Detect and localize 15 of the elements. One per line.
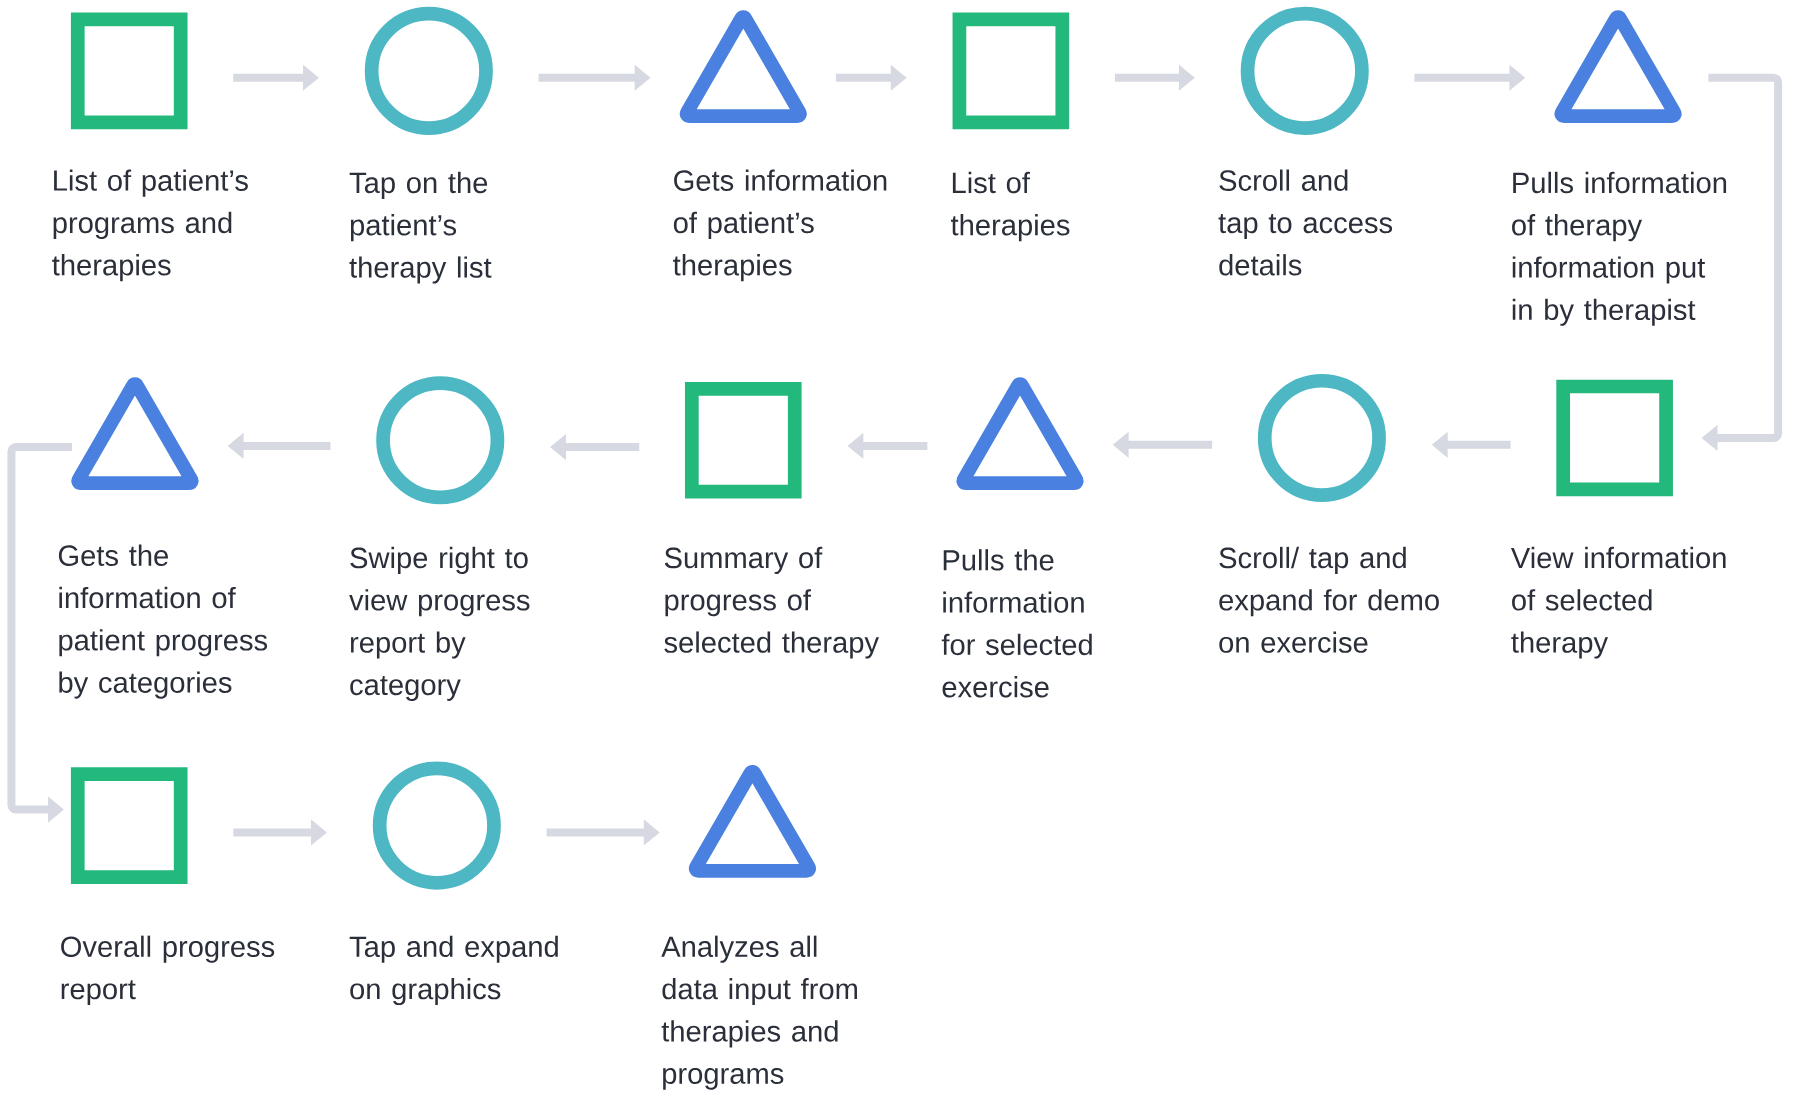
step-caption: List of patient’s programs and therapies — [52, 169, 248, 282]
step-caption: Swipe right to view progress report by category — [349, 546, 530, 701]
step-caption: Overall progress report — [61, 935, 275, 1006]
step-caption: Summary of progress of selected therapy — [664, 546, 879, 659]
step-caption: Gets the information of patient progress by categories — [58, 544, 268, 699]
step-caption: Tap on the patient’s therapy list — [349, 171, 492, 284]
step-caption: View information of selected therapy — [1510, 546, 1726, 659]
step-caption: Gets information of patient’s therapies — [673, 169, 887, 282]
step-caption: Pulls the information for selected exercise — [941, 549, 1092, 698]
step-caption: Scroll and tap to access details — [1218, 169, 1393, 276]
step-caption: Scroll/ tap and expand for demo on exercise — [1219, 546, 1439, 653]
step-caption: Tap and expand on graphics — [349, 935, 558, 1006]
step-caption: List of therapies — [950, 171, 1070, 242]
step-caption: Pulls information of therapy information put in by therapist — [1512, 171, 1727, 326]
step-caption: Analyzes all data input from therapies and programs — [661, 935, 857, 1090]
